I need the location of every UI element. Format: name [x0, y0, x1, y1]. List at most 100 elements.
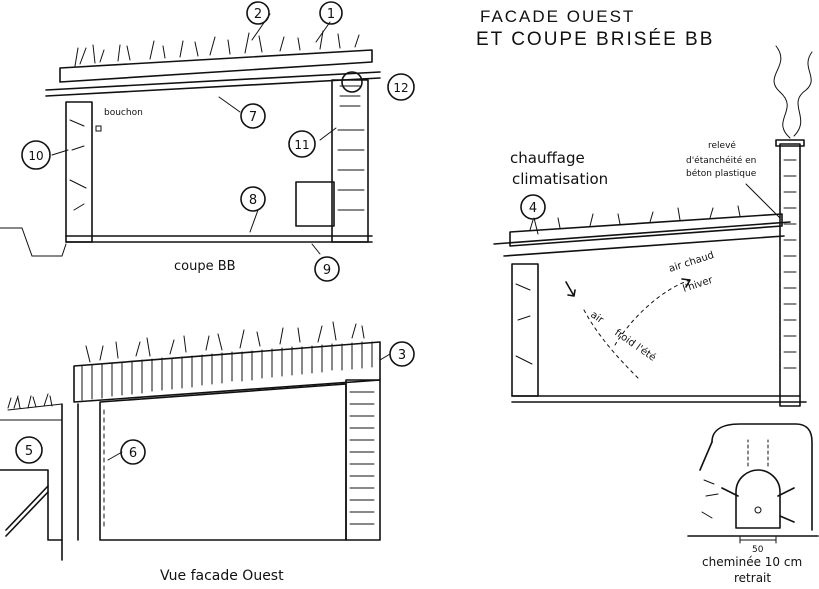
broken-section-roof-slab [509, 213, 783, 247]
broken-section-drawing [493, 45, 813, 407]
chimney-detail-opening [735, 469, 781, 529]
broken-section-floor [511, 395, 807, 403]
broken-section-roof-underside [503, 235, 785, 257]
waterproof-note-line-3: béton plastique [686, 168, 757, 179]
leader-7 [218, 96, 241, 113]
marker-4-label: 4 [529, 201, 537, 216]
marker-8-label: 8 [249, 193, 257, 208]
chimney-detail-base [687, 441, 819, 537]
leader-8 [249, 209, 259, 233]
chimney-caption-line-2: retrait [734, 571, 771, 585]
leader-9 [311, 243, 321, 255]
section-bb-right-wall-courses [337, 85, 365, 211]
leader-note [745, 183, 781, 219]
marker-7-label: 7 [249, 110, 257, 125]
warm-air-arrowhead [681, 278, 691, 288]
west-facade-left-grass [7, 393, 53, 409]
leader-10 [51, 149, 69, 156]
west-facade-ground-line [0, 403, 63, 421]
chimney-detail-dimension-line [739, 536, 777, 544]
chimney-detail-heat-arrows [721, 487, 795, 523]
section-bb-roof-slab [59, 49, 373, 83]
marker-6-label: 6 [129, 446, 137, 461]
chimney-smoke [773, 45, 813, 139]
chimney-detail-outline [711, 423, 813, 531]
marker-1: 1 [319, 1, 343, 25]
chimney-caption-line-1: cheminée 10 cm [702, 555, 802, 569]
broken-section-left-wall-stones [515, 283, 533, 365]
broken-section-chimney-stack [779, 143, 801, 407]
west-facade-drawing [0, 321, 391, 561]
section-bb-roof-plants [74, 30, 360, 67]
leader-11 [319, 127, 337, 141]
marker-3-label: 3 [398, 348, 406, 363]
marker-9: 9 [314, 256, 340, 282]
west-facade-roof-hatching [81, 341, 373, 401]
west-facade-left-edge [61, 403, 79, 541]
summer-air-label-line-1: air [588, 309, 606, 326]
title-line-1: FACADE OUEST [480, 7, 635, 26]
section-bb-caption: coupe BB [174, 259, 236, 274]
marker-2-label: 2 [254, 7, 262, 22]
west-facade-brick-courses [349, 391, 375, 525]
marker-4: 4 [520, 194, 546, 220]
marker-12-label: 12 [393, 81, 408, 95]
cold-air-path [583, 309, 641, 381]
broken-section-roof-beam [493, 221, 791, 245]
section-bb-floor [65, 235, 373, 243]
warm-air-path [614, 279, 691, 346]
marker-11: 11 [288, 130, 316, 158]
marker-7: 7 [240, 103, 266, 129]
marker-9-label: 9 [323, 263, 331, 278]
heating-heading-line-2: climatisation [512, 170, 608, 188]
marker-6: 6 [120, 439, 146, 465]
west-facade-brick-pier [345, 379, 381, 541]
broken-section-chimney-courses [783, 159, 797, 369]
west-facade-wall [99, 383, 347, 541]
section-bb-hearth [295, 181, 335, 227]
section-bb-drawing [0, 13, 381, 257]
marker-10: 10 [21, 140, 51, 170]
chimney-detail-flue-lines [747, 439, 769, 467]
section-bb-bouchon-box [95, 125, 102, 132]
west-facade-roof-plants [85, 321, 365, 363]
section-bb-left-wall [65, 101, 93, 243]
entrance-beam [5, 485, 49, 537]
section-bb-roof-underside [45, 77, 381, 97]
marker-1-label: 1 [327, 7, 335, 22]
waterproof-note-line-1: relevé [708, 140, 736, 151]
marker-5: 5 [15, 436, 43, 464]
marker-2: 2 [246, 1, 270, 25]
heating-heading-line-1: chauffage [510, 149, 585, 167]
bouchon-label: bouchon [104, 108, 143, 118]
title-line-2: ET COUPE BRISÉE BB [476, 29, 714, 50]
leader-4 [533, 217, 539, 235]
broken-section-chimney-cap [775, 139, 805, 147]
marker-8: 8 [240, 186, 266, 212]
section-bb-chimney-flue [341, 71, 363, 93]
west-facade-caption: Vue facade Ouest [160, 568, 284, 584]
leader-6 [107, 451, 123, 461]
broken-section-roof-plants [529, 205, 741, 231]
marker-3: 3 [389, 341, 415, 367]
section-bb-roof-beam [45, 71, 381, 91]
entrance-structure [0, 469, 63, 561]
winter-air-label-line-2: l'hiver [682, 275, 716, 295]
marker-11-label: 11 [294, 138, 309, 152]
summer-air-label-line-2: froid l'été [612, 327, 658, 364]
chimney-detail-drawing [687, 423, 819, 544]
marker-12: 12 [387, 73, 415, 101]
section-bb-left-wall-stones [69, 119, 87, 211]
chimney-detail-grate [754, 506, 762, 514]
waterproof-note-line-2: d'étanchéité en [686, 155, 756, 166]
marker-5-label: 5 [25, 444, 33, 459]
leader-3 [379, 353, 391, 361]
chimney-detail-stones [701, 479, 719, 519]
cold-air-arrowhead [565, 281, 576, 297]
section-bb-right-wall [331, 79, 369, 243]
winter-air-label-line-1: air chaud [668, 250, 716, 275]
marker-10-label: 10 [28, 149, 43, 163]
chimney-dimension: 50 [752, 545, 764, 555]
leader-1 [315, 21, 331, 43]
